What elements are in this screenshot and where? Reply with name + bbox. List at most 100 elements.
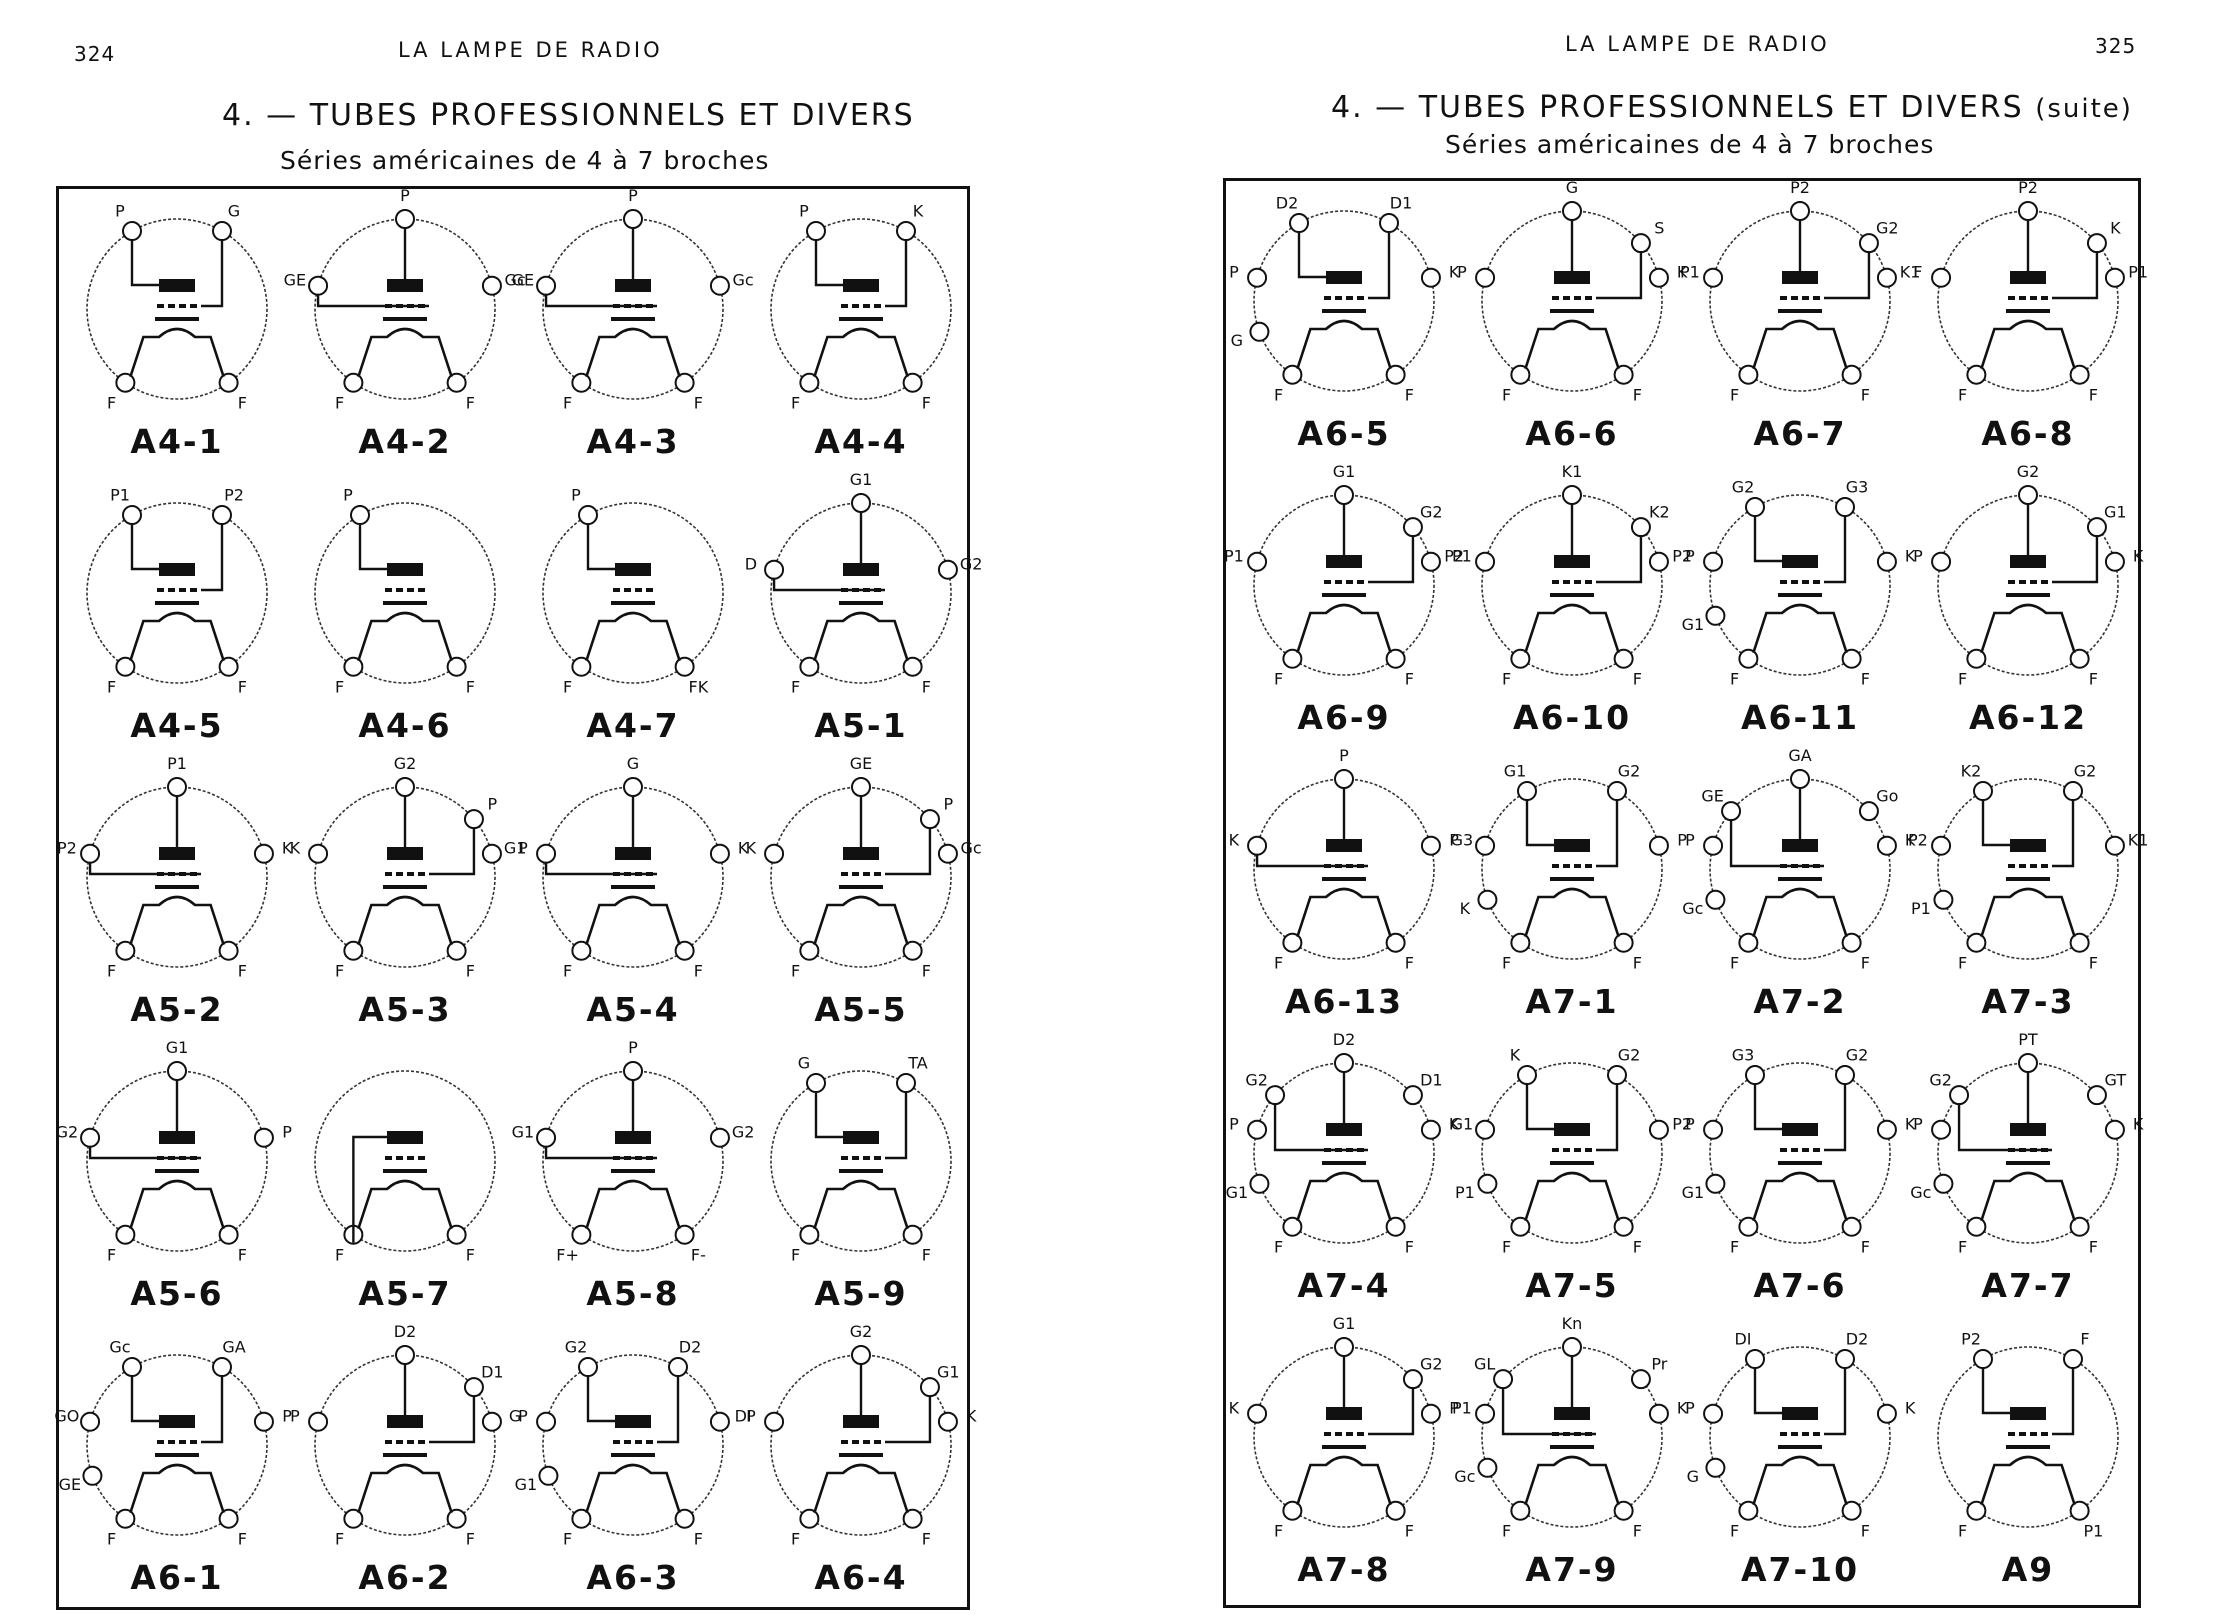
- pin-label: F: [1730, 953, 1739, 972]
- pin-label: GA: [1788, 746, 1811, 765]
- plate-lead: [1326, 1355, 1346, 1415]
- filament-wire: [585, 895, 681, 946]
- pin-circle: [1493, 1369, 1514, 1390]
- pin-circle: [623, 209, 643, 229]
- pin-circle: [1648, 1403, 1669, 1424]
- plate-lead: [130, 523, 159, 571]
- pin-label: P: [628, 1038, 638, 1057]
- pin-circle: [764, 843, 785, 864]
- plate-lead: [1525, 1083, 1554, 1131]
- filament-wire: [1524, 1171, 1620, 1222]
- grid-dash: [863, 1440, 870, 1444]
- grid-dash: [385, 1156, 392, 1160]
- pin-circle: [1613, 364, 1634, 385]
- filament-wire: [585, 327, 681, 378]
- pin-circle: [218, 1224, 239, 1245]
- pin-circle: [1247, 1403, 1268, 1424]
- pin-circle: [1703, 1403, 1724, 1424]
- envelope-circle: [314, 218, 496, 400]
- pin-circle: [571, 372, 592, 393]
- pin-label: F: [1274, 953, 1283, 972]
- grid-lead: [1596, 251, 1643, 300]
- pin-label: F: [1730, 669, 1739, 688]
- grid-dash: [646, 588, 653, 592]
- grid-lead: [1368, 1387, 1415, 1436]
- pin-circle: [115, 656, 136, 677]
- grid-dash: [1791, 296, 1798, 300]
- pin-label: F: [1633, 1237, 1642, 1256]
- filament-wire: [129, 327, 225, 378]
- pin-label: K2: [1961, 761, 1982, 780]
- pin-circle: [1282, 1500, 1303, 1521]
- filament-wire: [813, 327, 909, 378]
- pin-label: G2: [960, 554, 983, 573]
- grid-dash: [1585, 296, 1592, 300]
- running-head: LA LAMPE DE RADIO: [398, 38, 663, 62]
- pin-circle: [799, 372, 820, 393]
- filament-wire: [1524, 603, 1620, 654]
- page-number: 324: [74, 42, 116, 66]
- pin-label: F: [1274, 1237, 1283, 1256]
- plate-block: [159, 1415, 195, 1428]
- pin-label: F: [107, 1245, 116, 1264]
- pin-label: F: [2089, 669, 2098, 688]
- plate-lead: [130, 239, 159, 287]
- pin-circle: [2063, 781, 2083, 802]
- pin-circle: [571, 1508, 592, 1529]
- pin-label: D1: [1390, 193, 1413, 212]
- grid-dash: [841, 872, 848, 876]
- pin-label: G2: [565, 1337, 588, 1356]
- grid-dash: [396, 1440, 403, 1444]
- pin-label: F: [335, 677, 344, 696]
- pin-label: P: [115, 201, 125, 220]
- pin-label: Gc: [1454, 1467, 1475, 1486]
- pin-circle: [806, 1073, 826, 1094]
- grid-dash: [168, 588, 175, 592]
- pin-label: F: [1730, 385, 1739, 404]
- plate-lead: [843, 1363, 863, 1423]
- grid-lead: [2052, 1367, 2075, 1436]
- pin-label: G1: [1682, 615, 1705, 634]
- pin-label: F: [2080, 1329, 2089, 1348]
- pin-label: F: [238, 961, 247, 980]
- pin-label: Go: [1876, 787, 1898, 806]
- grid-dash: [1563, 296, 1570, 300]
- pin-circle: [1562, 485, 1582, 505]
- pin-label: K: [738, 838, 749, 857]
- pin-circle: [1247, 551, 1268, 572]
- cathode-bar: [383, 885, 427, 889]
- pin-label: F: [1958, 1237, 1967, 1256]
- pin-circle: [1738, 364, 1759, 385]
- pin-circle: [1835, 1065, 1855, 1086]
- grid-dash: [396, 1156, 403, 1160]
- pin-circle: [896, 221, 916, 242]
- pin-circle: [536, 843, 557, 864]
- pin-label: F: [1633, 669, 1642, 688]
- pin-circle: [2018, 1053, 2038, 1073]
- pin-label: P: [1913, 546, 1923, 565]
- filament-wire: [357, 327, 453, 378]
- grid-dash: [168, 1440, 175, 1444]
- pin-label: F: [1502, 1521, 1511, 1540]
- pin-label: F: [1913, 262, 1922, 281]
- pin-label: F: [466, 961, 475, 980]
- grid-dash: [1563, 864, 1570, 868]
- pin-circle: [1385, 364, 1406, 385]
- pin-circle: [212, 1357, 232, 1378]
- cathode-bar: [1322, 877, 1366, 881]
- pin-circle: [799, 1224, 820, 1245]
- tube-label: A6-1: [130, 1558, 224, 1597]
- pin-label: G: [627, 754, 639, 773]
- tube-label: A4-3: [586, 422, 680, 461]
- plate-lead: [1753, 515, 1782, 563]
- pin-label: F: [335, 1245, 344, 1264]
- grid-dash: [2030, 864, 2037, 868]
